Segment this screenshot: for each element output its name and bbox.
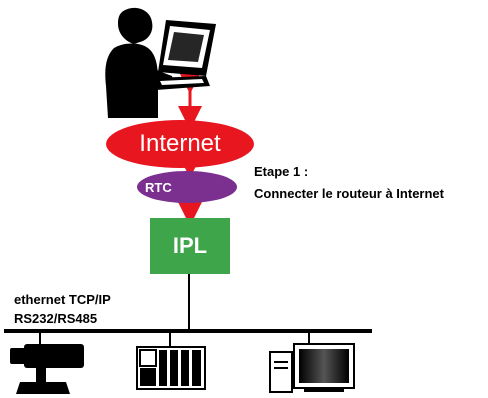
camera-icon (10, 344, 84, 394)
workstation-icon (269, 343, 355, 393)
user-laptop-icon (105, 7, 216, 118)
ipl-router-node: IPL (150, 218, 230, 274)
step-title: Etape 1 : (254, 164, 309, 179)
bus-label-ethernet: ethernet TCP/IP (14, 292, 111, 307)
bus-label-serial: RS232/RS485 (14, 311, 98, 326)
internet-node: Internet (106, 120, 254, 168)
plc-rack-icon (136, 346, 206, 390)
step-description: Connecter le routeur à Internet (254, 186, 444, 201)
rtc-node: RTC (137, 171, 237, 203)
